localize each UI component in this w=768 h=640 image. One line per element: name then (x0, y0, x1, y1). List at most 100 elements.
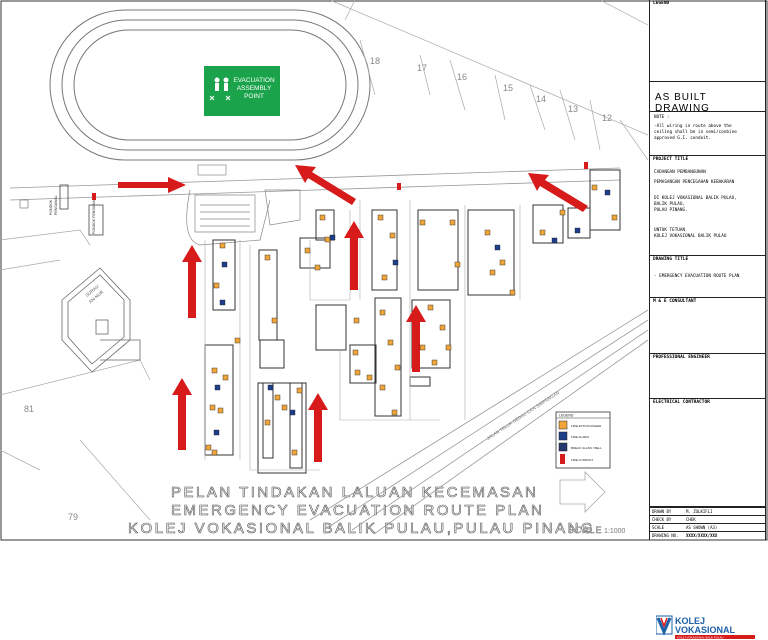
as-built-title: AS BUILT DRAWING (655, 92, 710, 114)
consultant-label: M & E CONSULTANT (653, 299, 697, 304)
fire-alarm-marker (267, 384, 274, 391)
fire-extinguisher-marker (219, 242, 226, 249)
project-line: PEMASANGAN PENCEGAHAN KEBAKARAN (654, 180, 735, 185)
lot-number: 79 (68, 512, 78, 522)
fire-alarm-marker (551, 237, 558, 244)
fire-alarm-marker (494, 244, 501, 251)
fire-extinguisher-marker (211, 449, 218, 456)
college-logo: KOLEJ VOKASIONAL KOLEJ VOKASIONAL BALIK … (656, 615, 755, 639)
drawing-title: - EMERGENCY EVACUATION ROUTE PLAN (654, 274, 740, 279)
title-college: KOLEJ VOKASIONAL BALIK PULAU,PULAU PINAN… (128, 520, 595, 537)
plot-number: 16 (457, 72, 467, 82)
row-label: DRAWN BY (652, 509, 672, 514)
fire-extinguisher-marker (366, 374, 373, 381)
fire-extinguisher-marker (319, 214, 326, 221)
project-line: DI KOLEJ VOKASIONAL BALIK PULAU, (654, 196, 737, 201)
assembly-point-sign: EVACUATION ASSEMBLY POINT (204, 66, 280, 116)
assembly-sign-line3: POINT (244, 93, 264, 100)
plot-boundaries (329, 0, 649, 161)
plot-number: 15 (503, 83, 513, 93)
plot-number: 14 (536, 94, 546, 104)
fire-extinguisher-marker (379, 384, 386, 391)
evacuation-plan: EVACUATION ASSEMBLY POINT 18 17 16 15 14… (0, 0, 768, 541)
scale-value: 1:1000 (604, 528, 626, 535)
note-label: NOTE : (654, 115, 670, 120)
title-english: EMERGENCY EVACUATION ROUTE PLAN (171, 502, 544, 519)
evacuation-arrow (118, 177, 186, 193)
buildings (204, 169, 621, 474)
parking-area (186, 164, 301, 246)
project-line: BALIK PULAU, (654, 202, 686, 207)
evacuation-arrow (295, 165, 356, 205)
project-line: KOLEJ VOKASIONAL BALIK PULAU (654, 234, 727, 239)
surau-building (61, 267, 141, 373)
guard-label: PONDOK (49, 199, 53, 215)
legend-item: FIRE HYDRANT (571, 458, 593, 462)
fire-extinguisher-marker (281, 404, 288, 411)
row-label: SCALE (652, 525, 665, 530)
project-title-label: PROJECT TITLE (653, 157, 689, 162)
fire-extinguisher-marker (387, 339, 394, 346)
logo-word: VOKASIONAL (675, 625, 736, 635)
drawing-title-label: DRAWING TITLE (653, 257, 689, 262)
evacuation-arrow (406, 305, 426, 372)
fire-extinguisher-marker (291, 449, 298, 456)
fire-extinguisher-marker (377, 214, 384, 221)
fire-extinguisher-marker (499, 259, 506, 266)
note-line: ceiling shall be in semi/conbine (654, 130, 737, 135)
fire-alarm-marker (329, 234, 336, 241)
main-road (9, 167, 649, 535)
plan-title: PELAN TINDAKAN LALUAN KECEMASAN EMERGENC… (128, 484, 595, 538)
assembly-sign-line1: EVACUATION (233, 77, 275, 84)
evacuation-arrows (118, 165, 588, 462)
fire-extinguisher-marker (419, 219, 426, 226)
row-value: CHEK (686, 517, 696, 522)
fire-alarm-marker (221, 261, 228, 268)
fire-extinguisher-marker (419, 344, 426, 351)
fire-extinguisher-marker (217, 407, 224, 414)
fire-alarm-marker (213, 429, 220, 436)
fire-extinguisher-marker (484, 229, 491, 236)
row-value: XXXX/XXXX/XXX (686, 533, 718, 538)
legend-item: FIRE EXTINGUISHER (571, 424, 602, 428)
fire-extinguisher-marker (539, 229, 546, 236)
logo-subtitle: KOLEJ VOKASIONAL BALIK PULAU (677, 635, 723, 639)
fire-extinguisher-marker (431, 359, 438, 366)
fire-hydrant-markers (92, 162, 588, 200)
fire-extinguisher-marker (353, 317, 360, 324)
scale-label: SCALE (568, 525, 603, 535)
evacuation-arrow (528, 173, 588, 212)
fire-extinguisher-marker (389, 232, 396, 239)
road-label: JALAN TELUK DEDAU CAN SIMPANGAN (486, 390, 560, 441)
plot-number: 17 (417, 63, 427, 73)
fire-extinguisher-marker (449, 219, 456, 226)
row-label: CHECK BY (652, 517, 672, 522)
fire-extinguisher-marker (391, 409, 398, 416)
fire-extinguisher-marker (454, 261, 461, 268)
assembly-sign-line2: ASSEMBLY (237, 85, 272, 92)
fire-extinguisher-marker (234, 337, 241, 344)
fire-extinguisher-marker (314, 264, 321, 271)
fire-extinguisher-marker (439, 324, 446, 331)
fire-alarm-marker (289, 409, 296, 416)
fire-alarm-marker (604, 189, 611, 196)
fire-extinguisher-marker (379, 309, 386, 316)
fire-extinguisher-marker (611, 214, 618, 221)
fire-extinguisher-marker (445, 344, 452, 351)
fire-extinguisher-marker (394, 364, 401, 371)
plot-number: 13 (568, 104, 578, 114)
legend: LEGEND FIRE EXTINGUISHER FIRE ALARM BREA… (555, 411, 611, 469)
guard-hut (88, 204, 104, 236)
fire-extinguisher-marker (559, 209, 566, 216)
fire-extinguisher-marker (264, 419, 271, 426)
fire-extinguisher-marker (304, 247, 311, 254)
legend-item: FIRE ALARM (571, 435, 589, 439)
fire-extinguisher-marker (427, 304, 434, 311)
professional-engineer-label: PROFESSIONAL ENGINEER (653, 355, 710, 360)
row-value: M. ZULKIFLI (686, 509, 713, 514)
fire-alarm-marker (392, 259, 399, 266)
note-line: -All wiring in route above the (654, 124, 732, 129)
evacuation-arrow (172, 378, 192, 450)
fire-extinguisher-marker (352, 349, 359, 356)
guard-hut (59, 184, 69, 210)
